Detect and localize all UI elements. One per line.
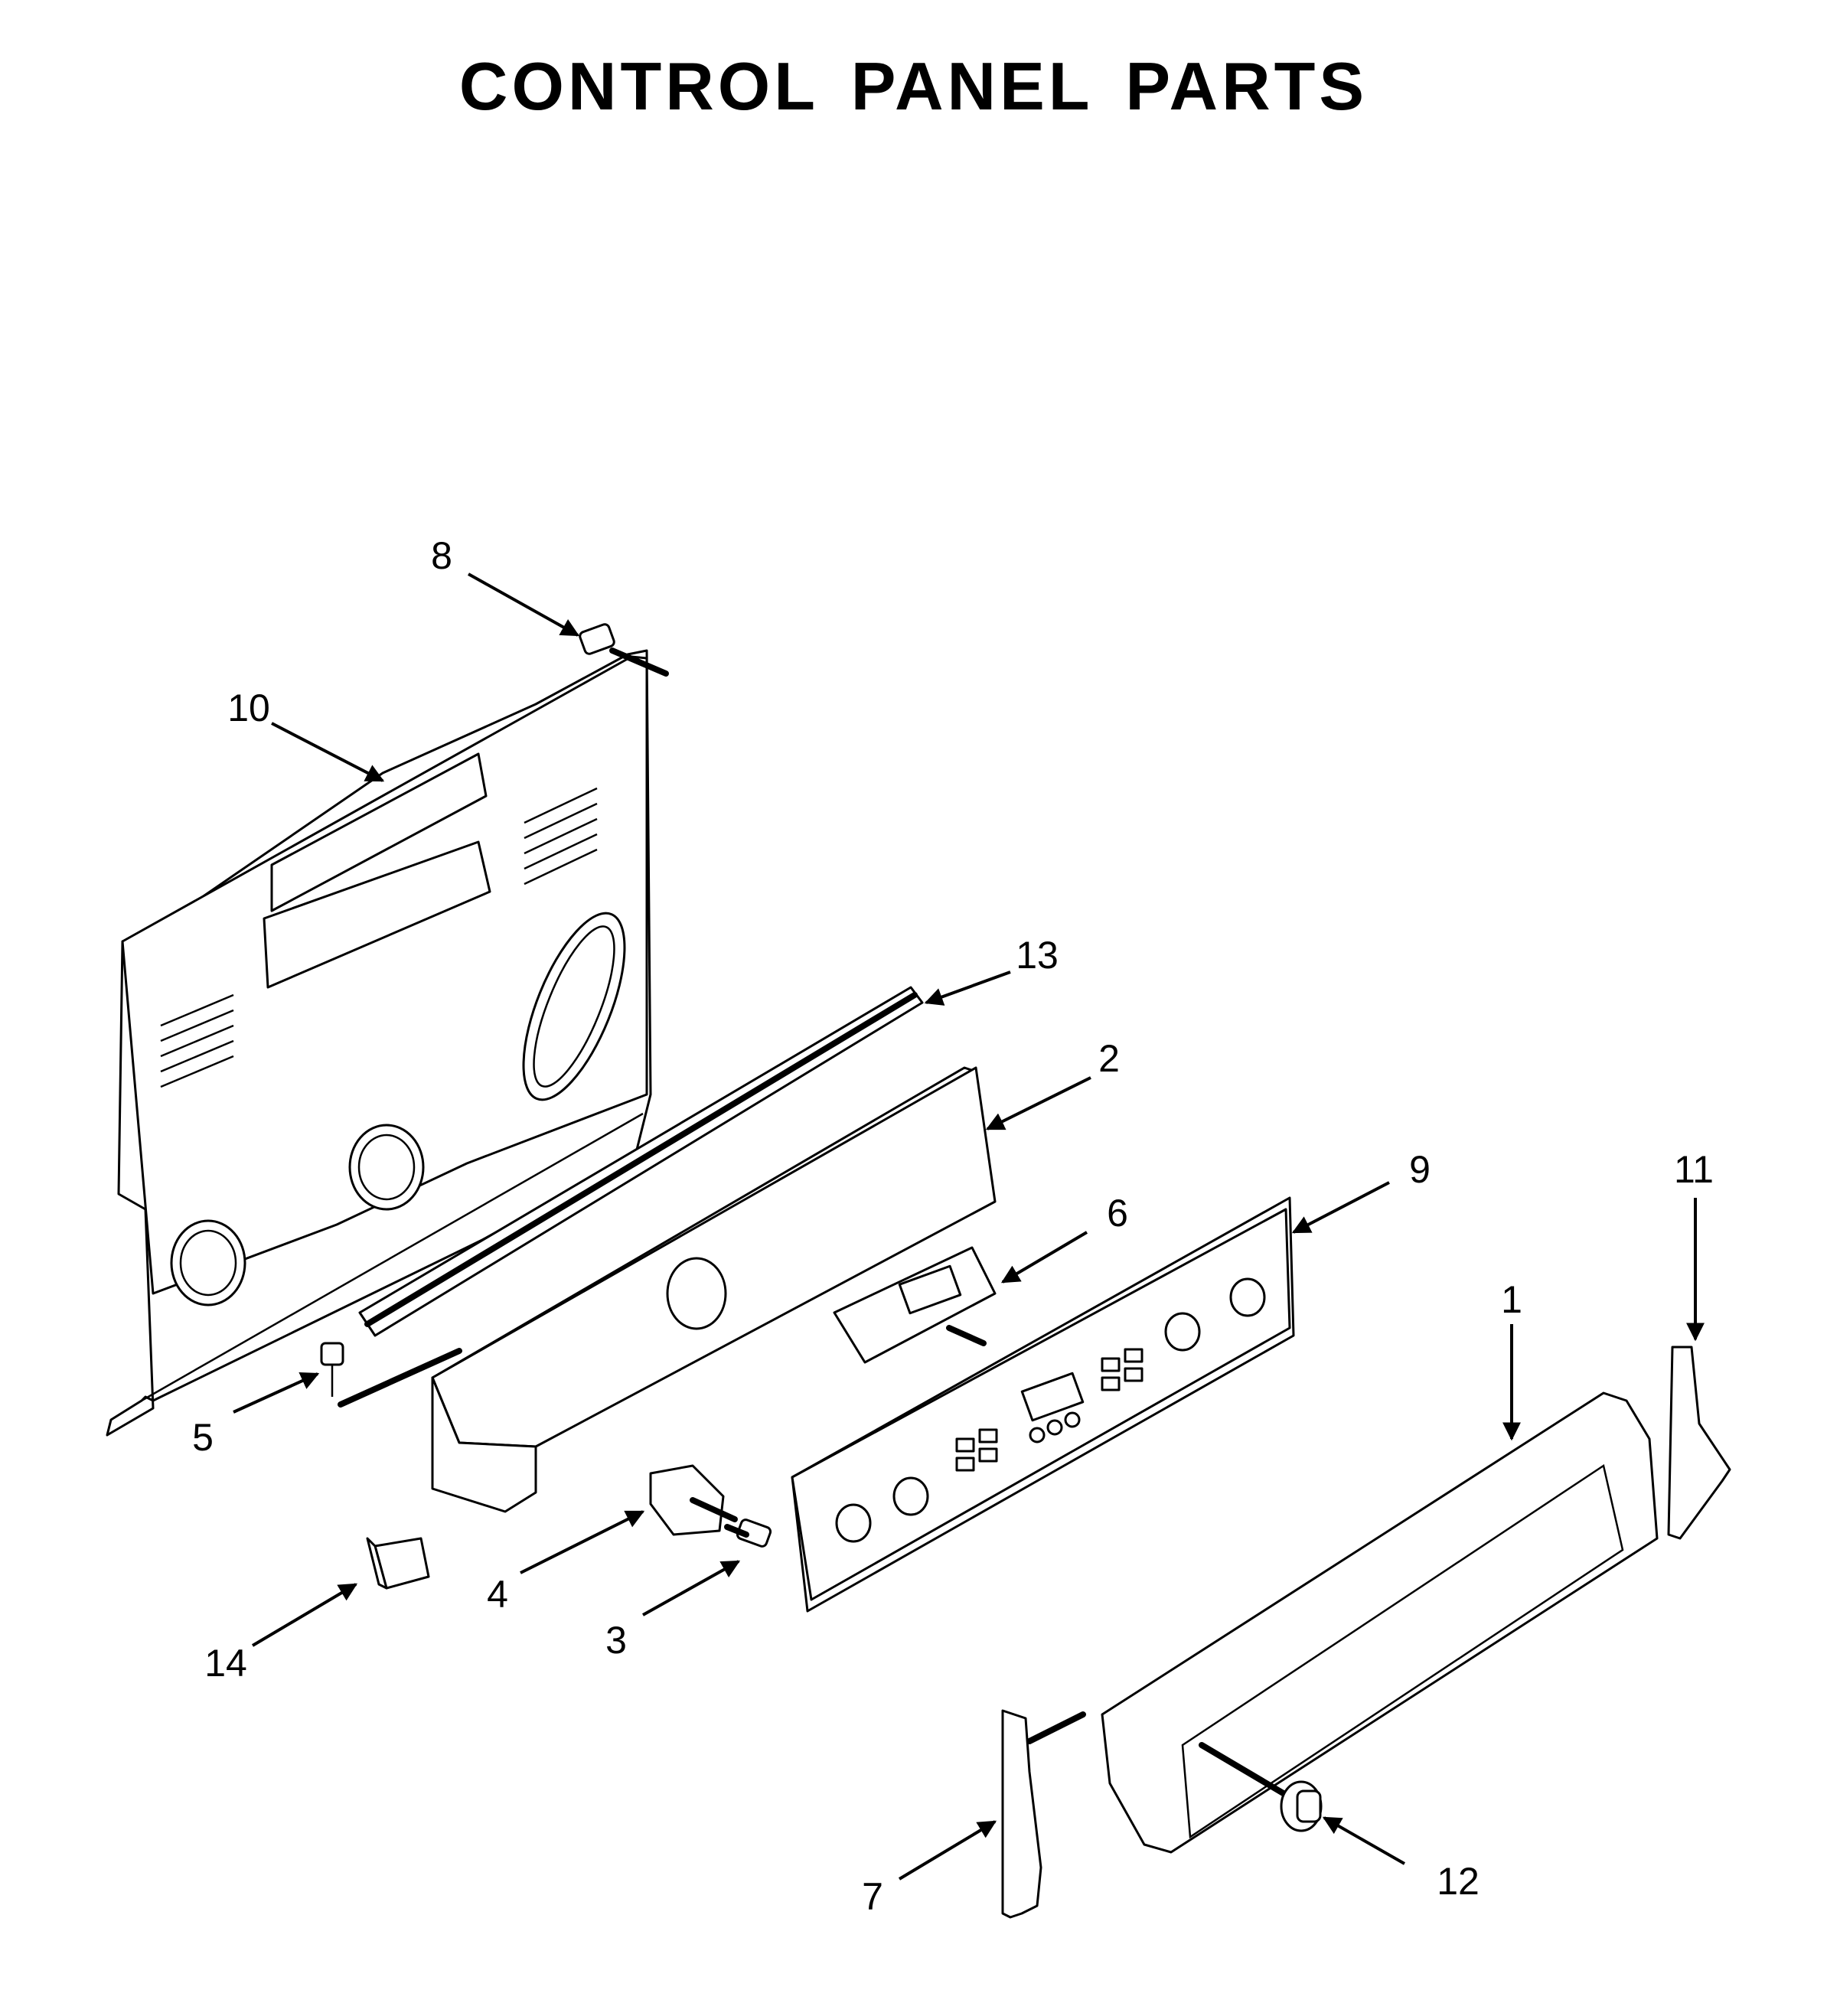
leader-8 [468,573,580,637]
end-bracket-part-7 [1001,1709,1086,1919]
screw-part-5 [320,1342,344,1397]
callout-7: 7 [862,1875,883,1918]
leader-5 [233,1372,320,1414]
callout-4: 4 [487,1573,508,1616]
leader-9 [1291,1181,1390,1234]
leader-3 [642,1560,741,1616]
callout-2: 2 [1098,1037,1120,1080]
leader-2 [985,1076,1091,1130]
callout-14: 14 [204,1642,247,1685]
trim-panel-part-1 [1101,1391,1659,1854]
end-bracket-part-11 [1667,1346,1731,1540]
screw-part-8 [579,623,669,677]
callout-9: 9 [1409,1148,1431,1191]
leader-14 [251,1583,358,1647]
knob-part-12 [1199,1742,1323,1832]
relay-part-14 [366,1537,430,1590]
control-panel-part-9 [791,1196,1295,1613]
callout-5: 5 [192,1416,214,1459]
leader-lines [233,573,1705,1881]
rear-control-panel-part-10 [106,649,652,1437]
callout-12: 12 [1437,1860,1480,1903]
callout-13: 13 [1016,934,1059,977]
callout-3: 3 [605,1619,627,1662]
screw-part-3 [724,1519,772,1548]
diagram-title: CONTROL PANEL PARTS [458,48,1369,124]
callout-labels: 8 10 13 2 9 6 1 11 5 4 3 14 7 12 [192,534,1714,1918]
callout-1: 1 [1501,1278,1522,1321]
leader-7 [898,1820,997,1881]
rail-part-13 [358,986,924,1337]
bracket-panel-part-2 [338,1066,997,1513]
switch-part-4 [649,1464,738,1536]
leader-10 [271,722,385,782]
control-board-part-6 [833,1246,997,1364]
callout-10: 10 [227,687,270,729]
callout-6: 6 [1107,1192,1128,1235]
leader-12 [1322,1816,1405,1865]
leader-13 [924,970,1011,1006]
leader-6 [1000,1231,1088,1284]
callout-11: 11 [1674,1148,1714,1191]
callout-8: 8 [431,534,452,577]
leader-4 [520,1510,645,1574]
